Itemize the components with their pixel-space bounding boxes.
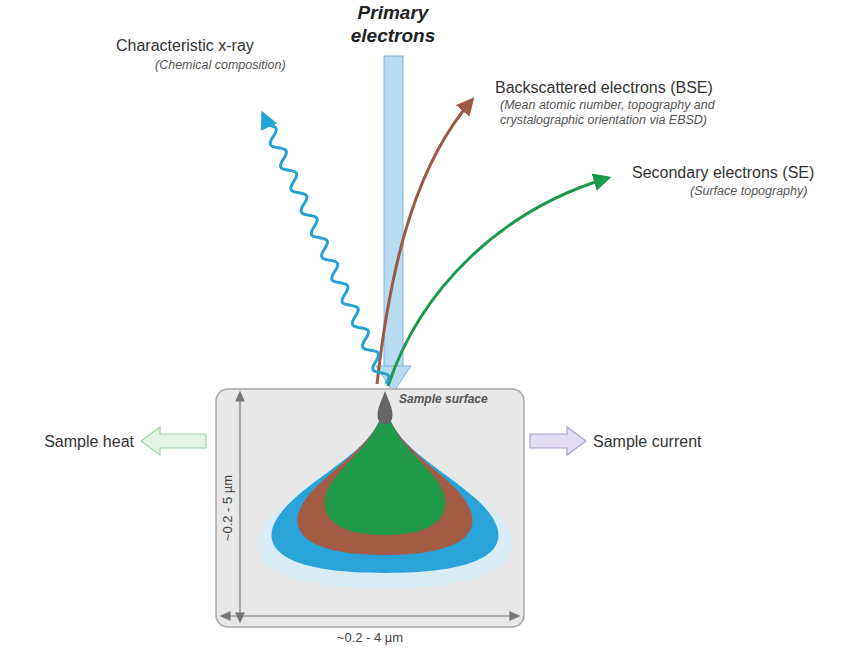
depth-value: ~0.2 - 5 µm xyxy=(220,475,236,541)
beam-title: Primary electrons xyxy=(333,2,453,48)
bse-label: Backscattered electrons (BSE) xyxy=(495,78,713,97)
xray-label: Characteristic x-ray xyxy=(116,36,254,55)
bse-note: (Mean atomic number, topography and crys… xyxy=(500,98,762,128)
interaction-volume xyxy=(215,388,525,628)
depth-arrowheads xyxy=(236,392,244,622)
sample-outline xyxy=(216,389,524,627)
se-arrow xyxy=(388,178,608,386)
xray-wave xyxy=(263,114,389,384)
width-arrowheads xyxy=(221,612,519,620)
se-note: (Surface topography) xyxy=(690,184,807,199)
width-value: ~0.2 - 4 µm xyxy=(337,630,403,646)
current-arrow xyxy=(530,427,586,455)
surface-label: Sample surface xyxy=(399,392,488,406)
bse-arrow xyxy=(377,100,472,384)
depth-dimension xyxy=(239,398,240,616)
heat-arrow xyxy=(141,427,206,455)
heat-label: Sample heat xyxy=(44,432,134,451)
se-label: Secondary electrons (SE) xyxy=(632,163,814,182)
sample-block: Sample surface xyxy=(215,388,525,628)
width-dimension xyxy=(227,615,513,616)
halo-volume xyxy=(257,396,512,588)
xray-note: (Chemical composition) xyxy=(155,58,286,73)
current-label: Sample current xyxy=(593,432,702,451)
surface-tip xyxy=(378,391,393,424)
